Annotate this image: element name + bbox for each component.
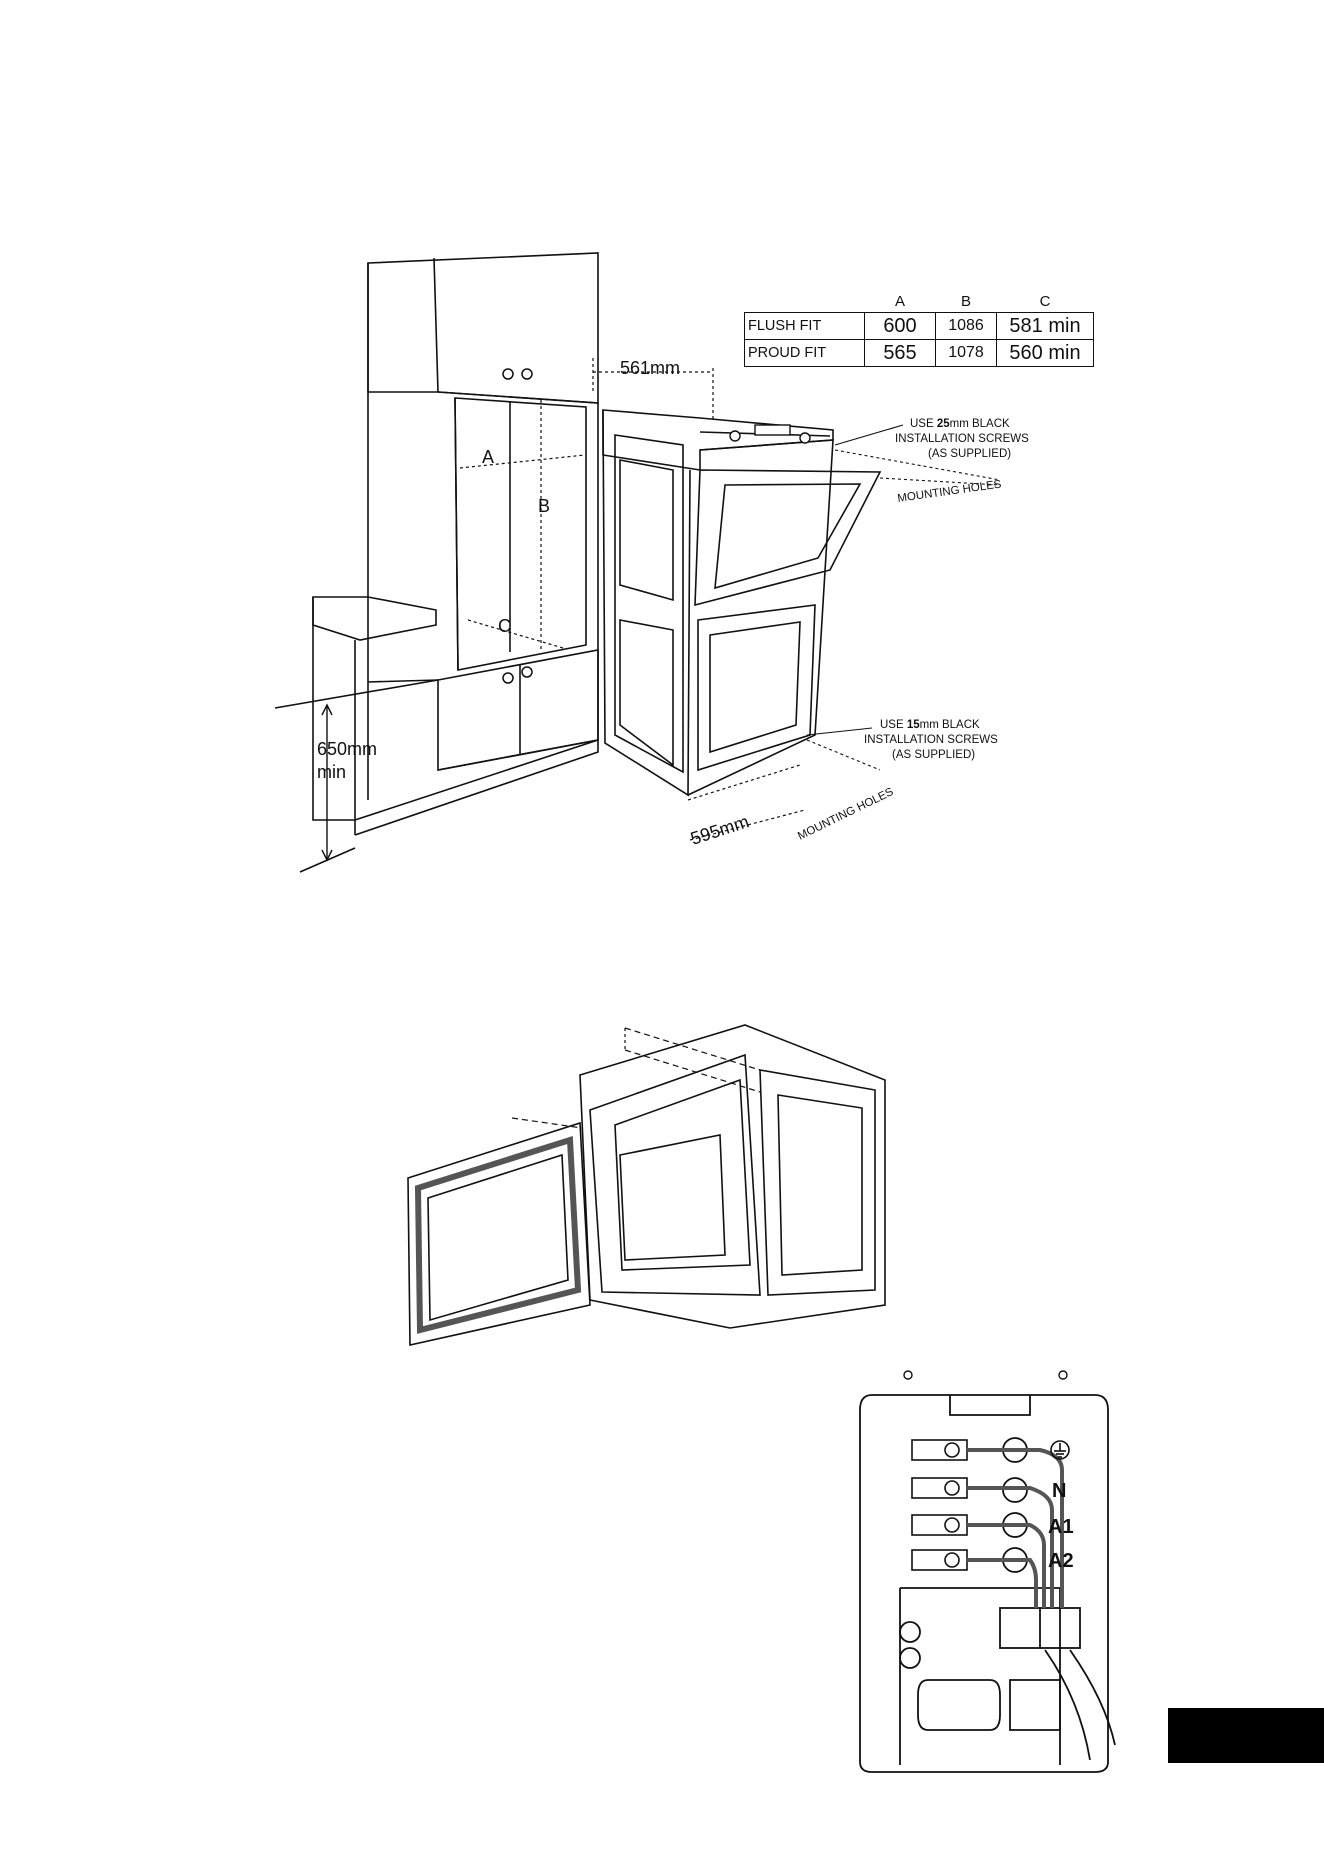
mounting-points bbox=[904, 1371, 1067, 1379]
dim-height-2: min bbox=[317, 762, 346, 782]
oven-door-open-figure bbox=[408, 1025, 885, 1345]
dim-width: 595mm bbox=[688, 811, 751, 849]
bottom-screw-note-1: USE 15mm BLACK bbox=[880, 719, 980, 731]
cell-b: 1078 bbox=[936, 340, 997, 367]
top-screw-note-1: USE 25mm BLACK bbox=[910, 418, 1010, 430]
dim-height-1: 650mm bbox=[317, 739, 377, 759]
dim-depth: 561mm bbox=[620, 358, 680, 378]
cell-a: 565 bbox=[865, 340, 936, 367]
cell-b: 1086 bbox=[936, 313, 997, 340]
col-b: B bbox=[936, 293, 997, 313]
double-oven bbox=[603, 410, 880, 795]
terminal-n: N bbox=[1052, 1480, 1066, 1502]
row-label: PROUD FIT bbox=[745, 340, 865, 367]
page-tab bbox=[1168, 1708, 1324, 1763]
cell-a: 600 bbox=[865, 313, 936, 340]
fit-table-header: A B C bbox=[745, 293, 1094, 313]
bottom-screw-note-3: (AS SUPPLIED) bbox=[892, 749, 975, 761]
terminal-a1: A1 bbox=[1048, 1516, 1074, 1538]
top-screw-note-2: INSTALLATION SCREWS bbox=[895, 433, 1029, 445]
col-c: C bbox=[997, 293, 1094, 313]
bottom-mounting-holes: MOUNTING HOLES bbox=[796, 786, 896, 843]
terminal-screws bbox=[912, 1440, 967, 1570]
terminal-a2: A2 bbox=[1048, 1550, 1074, 1572]
table-row: PROUD FIT 565 1078 560 min bbox=[745, 340, 1094, 367]
table-row: FLUSH FIT 600 1086 581 min bbox=[745, 313, 1094, 340]
height-arrow bbox=[322, 705, 332, 860]
dim-label-a: A bbox=[482, 447, 494, 467]
top-screw-note-3: (AS SUPPLIED) bbox=[928, 448, 1011, 460]
bottom-screw-note-2: INSTALLATION SCREWS bbox=[864, 734, 998, 746]
dim-label-c: C bbox=[498, 616, 511, 636]
fit-dimensions-table: A B C FLUSH FIT 600 1086 581 min PROUD F… bbox=[744, 293, 1094, 367]
top-mounting-holes: MOUNTING HOLES bbox=[897, 478, 1003, 505]
cell-c: 581 min bbox=[997, 313, 1094, 340]
cell-c: 560 min bbox=[997, 340, 1094, 367]
earth-icon bbox=[1051, 1441, 1069, 1459]
row-label: FLUSH FIT bbox=[745, 313, 865, 340]
col-a: A bbox=[865, 293, 936, 313]
dim-label-b: B bbox=[538, 496, 550, 516]
